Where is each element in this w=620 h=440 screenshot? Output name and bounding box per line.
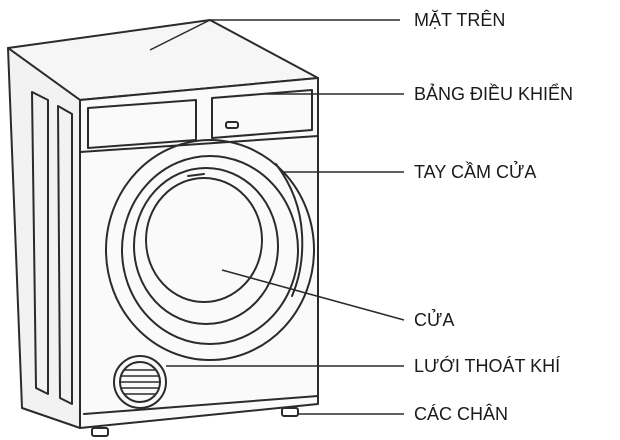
label-door-handle: TAY CẦM CỬA [414, 161, 536, 182]
control-button [225, 121, 239, 129]
side-panel [7, 47, 81, 429]
door-hinge [187, 173, 205, 177]
door-glass-inner [145, 177, 263, 303]
front-face [79, 77, 319, 429]
base-edge [83, 395, 319, 415]
label-control-panel: BẢNG ĐIỀU KHIỂN [414, 83, 573, 104]
door-outer-ring [105, 139, 315, 361]
label-top-panel: MẶT TRÊN [414, 10, 505, 30]
leader-line-top-panel [149, 19, 400, 51]
door-handle [275, 163, 304, 297]
leader-lines [149, 19, 405, 415]
control-window-right [211, 89, 313, 139]
label-exhaust-grille: LƯỚI THOÁT KHÍ [414, 355, 560, 376]
label-feet: CÁC CHÂN [414, 404, 508, 424]
label-door: CỬA [414, 309, 454, 330]
door-rim [121, 155, 299, 345]
foot-left [91, 427, 109, 437]
exhaust-grille-outer [113, 355, 167, 409]
leader-line-door [221, 269, 405, 321]
dryer-appliance [7, 19, 319, 437]
exhaust-grille-slats [119, 369, 161, 395]
door-glass-outer [133, 167, 279, 325]
side-recess-left [31, 91, 49, 395]
control-strip-lower-edge [79, 135, 319, 153]
foot-right [281, 407, 299, 417]
side-recess-right [57, 105, 73, 405]
